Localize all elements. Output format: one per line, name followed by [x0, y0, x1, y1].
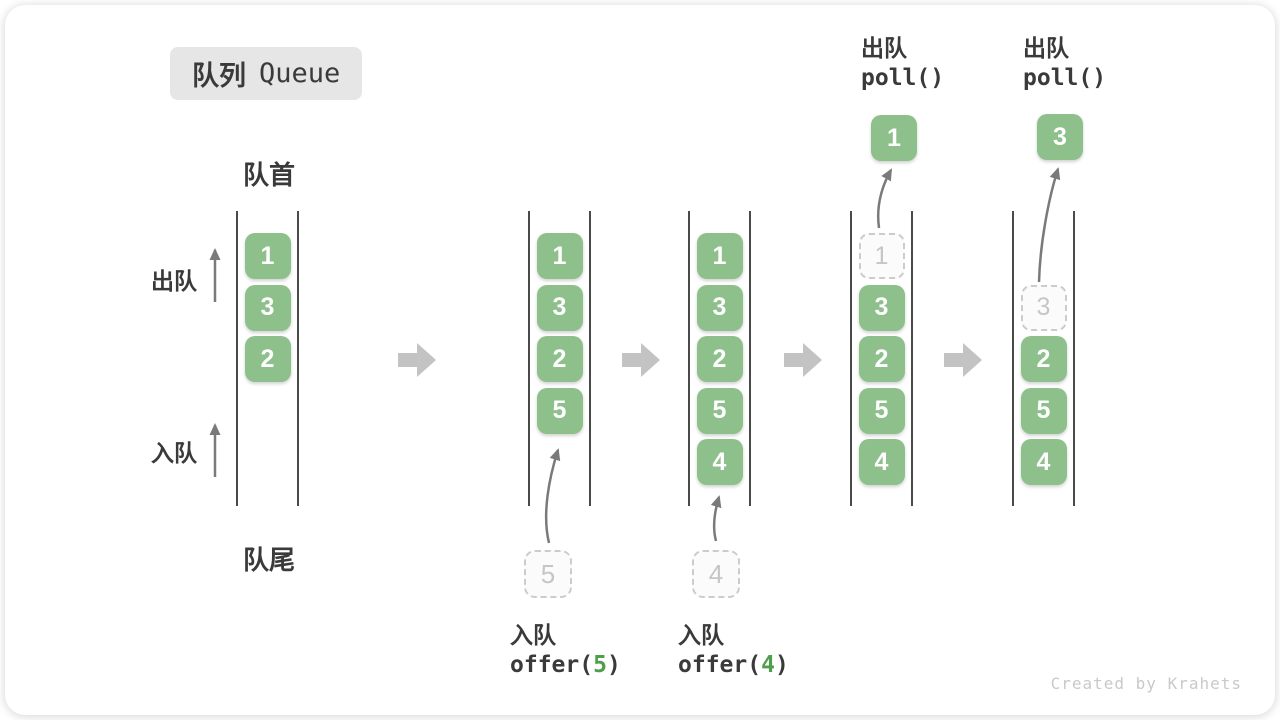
dequeue-side-label: 出队 — [151, 268, 197, 294]
enqueue-op-code: offer(4) — [678, 652, 789, 678]
code-suffix: ) — [774, 652, 789, 678]
queue-slot-solid: 5 — [858, 387, 905, 434]
enqueue-ghost-box: 4 — [692, 550, 740, 598]
queue-slot-solid: 2 — [244, 336, 291, 382]
code-prefix: offer( — [510, 652, 594, 678]
queue-front-label: 队首 — [242, 160, 295, 190]
queue-slot-solid: 3 — [244, 284, 291, 331]
queue-slot-dashed: 3 — [1020, 284, 1067, 331]
queue-column-left-line — [236, 211, 238, 506]
title-en: Queue — [259, 58, 341, 89]
queue-column-left-line — [1012, 211, 1014, 506]
queue-slot-solid: 5 — [1020, 387, 1067, 434]
queue-slot-solid: 4 — [858, 439, 905, 485]
queue-slot-solid: 4 — [696, 439, 743, 485]
enqueue-op-label: 入队 — [678, 622, 724, 648]
enqueue-op-label: 入队 — [510, 622, 556, 648]
enqueue-ghost-box: 5 — [524, 550, 572, 598]
dequeued-value-box: 3 — [1037, 114, 1083, 160]
queue-slot-solid: 5 — [536, 387, 583, 434]
queue-slot-solid: 3 — [858, 284, 905, 331]
dequeue-op-code: poll() — [1023, 65, 1107, 91]
code-suffix: ) — [606, 652, 621, 678]
queue-slot-solid: 4 — [1020, 439, 1067, 485]
queue-slot-solid: 3 — [536, 284, 583, 331]
queue-column-left-line — [850, 211, 852, 506]
queue-rear-label: 队尾 — [242, 545, 295, 575]
dequeue-op-label: 出队 — [861, 35, 907, 61]
queue-column-right-line — [749, 211, 751, 506]
queue-slot-solid: 3 — [696, 284, 743, 331]
queue-slot-solid: 2 — [858, 336, 905, 382]
enqueue-op-code: offer(5) — [510, 652, 621, 678]
enqueue-side-label: 入队 — [151, 440, 197, 466]
queue-column-right-line — [297, 211, 299, 506]
queue-column-right-line — [911, 211, 913, 506]
queue-slot-dashed: 1 — [858, 233, 905, 279]
queue-slot-solid: 2 — [1020, 336, 1067, 382]
code-argument: 4 — [761, 652, 775, 678]
queue-slot-solid: 1 — [244, 233, 291, 279]
dequeued-value-box: 1 — [871, 115, 917, 161]
queue-slot-solid: 1 — [536, 233, 583, 279]
queue-column-right-line — [589, 211, 591, 506]
queue-column-left-line — [528, 211, 530, 506]
watermark: Created by Krahets — [1050, 674, 1242, 693]
queue-column-left-line — [688, 211, 690, 506]
title-badge: 队列 Queue — [170, 47, 363, 100]
code-prefix: offer( — [678, 652, 762, 678]
title-zh: 队列 — [192, 61, 246, 91]
queue-slot-solid: 1 — [696, 233, 743, 279]
dequeue-op-label: 出队 — [1023, 35, 1069, 61]
dequeue-op-code: poll() — [861, 65, 945, 91]
code-argument: 5 — [593, 652, 607, 678]
queue-slot-solid: 2 — [536, 336, 583, 382]
card-background — [5, 5, 1275, 715]
queue-column-right-line — [1073, 211, 1075, 506]
queue-slot-solid: 5 — [696, 387, 743, 434]
queue-slot-solid: 2 — [696, 336, 743, 382]
